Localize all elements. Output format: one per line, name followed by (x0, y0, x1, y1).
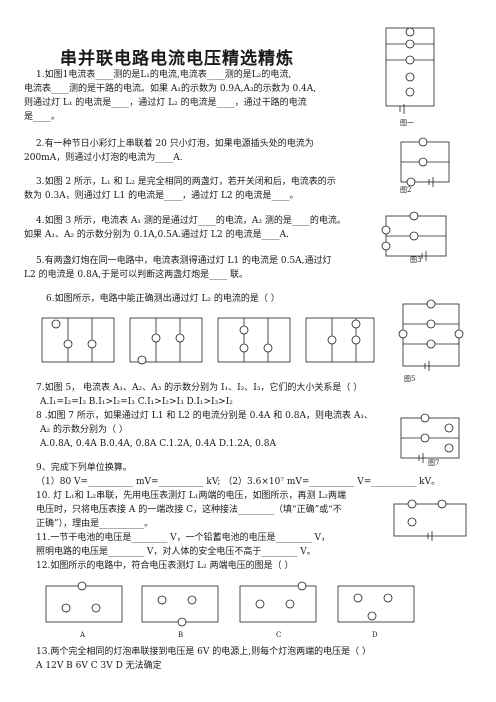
q1-line-3: 则通过灯 L₁ 的电流是____，通过灯 L₂ 的电流是____，通过干路的电流 (24, 98, 307, 108)
q10-line-2: 电压时，只将电压表接 A 的一端改接 C，这种接法________（填“正确”或… (36, 505, 342, 515)
q6-option-circuits (38, 310, 378, 372)
q12-label-d: D (372, 631, 378, 639)
q10-line-3: 正确”），理由是__________。 (36, 519, 154, 529)
q4-line-2: 如果 A₁、A₂ 的示数分别为 0.1A,0.5A.通过灯 L2 的电流是___… (24, 230, 289, 240)
figure-5-circuit (395, 296, 465, 374)
q2-line-2: 200mA，则通过小灯泡的电流为____A. (24, 153, 183, 163)
q3-line-1: 3.如图 2 所示，L₁ 和 L₂ 是完全相同的两盏灯，若开关闭和后，电流表的示 (36, 177, 336, 187)
q7-line-1: 7.如图 5， 电流表 A₁、A₂、A₃ 的示数分别为 I₁、I₂、I₃，它们的… (36, 383, 363, 393)
q10-circuit (388, 494, 472, 544)
q12-label-b: B (178, 631, 184, 639)
q7-options: A.I₁=I₂=I₃ B.I₁>I₂=I₃ C.I₁>I₂>I₃ D.I₁>I₃… (40, 397, 233, 407)
q10-line-1: 10. 灯 L₁和 L₂串联，先用电压表测灯 L₁两端的电压，如图所示，再测 L… (36, 491, 346, 501)
q12-option-circuits (42, 576, 442, 630)
figure-1-circuit (380, 22, 440, 122)
q6-line: 6.如图所示，电路中能正确测出通过灯 L₂ 的电流的是（ ） (46, 294, 280, 304)
q11-line-1: 11.一节干电池的电压是________ V，一个铅蓄电池的电压是_______… (36, 533, 331, 543)
q8-line-1: 8 .如图 7 所示，如果通过灯 L1 和 L2 的电流分别是 0.4A 和 0… (36, 411, 373, 421)
q2-line-1: 2.有一种节日小彩灯上串联着 20 只小灯泡，如果电源插头处的电流为 (36, 139, 314, 149)
q5-line-1: 5.有两盏灯炮在同一电路中，电流表测得通过灯 L1 的电流是 0.5A,通过灯 (36, 256, 332, 266)
q8-line-2: A₂ 的示数分别为（ ） (40, 425, 128, 435)
q12-label-c: C (276, 631, 282, 639)
figure-3-circuit (378, 208, 452, 264)
figure-7-label: 图7 (428, 459, 440, 467)
figure-2-label: 图2 (400, 186, 412, 194)
q12-line: 12.如图所示的电路中，符合电压表测灯 L₂ 两端电压的图是（ ） (36, 561, 294, 571)
figure-5-label: 图5 (404, 375, 416, 383)
figure-2-circuit (395, 132, 455, 192)
q3-line-2: 数为 0.3A，则通过灯 L1 的电流是____，通过灯 L2 的电流是____… (24, 191, 299, 201)
q13-line-1: 13.两个完全相同的灯泡串联接到电压是 6V 的电源上,则每个灯泡两端的电压是（… (36, 647, 371, 657)
q12-label-a: A (80, 631, 86, 639)
q13-options: A 12V B 6V C 3V D 无法确定 (36, 661, 162, 671)
figure-1-label: 图一 (400, 119, 414, 127)
q9-line-1: 9、完成下列单位换算。 (36, 463, 132, 473)
q11-line-2: 照明电路的电压是________ V，对人体的安全电压不高于________ V… (36, 547, 316, 557)
q9-line-2: （1）80 V=__________ mV=__________ kV; （2）… (36, 477, 441, 487)
q8-options: A.0.8A, 0.4A B.0.4A, 0.8A C.1.2A, 0.4A D… (40, 439, 276, 449)
figure-7-circuit (395, 410, 465, 466)
q1-line-4: 是____。 (24, 112, 61, 122)
figure-3-label: 图3 (410, 256, 422, 264)
page-title: 串并联电路电流电压精选精炼 (60, 49, 294, 69)
q1-line-1: 1.如图1电流表____测的是L₁的电流,电流表____测的是L₂的电流, (36, 70, 292, 80)
q5-line-2: L2 的电流是 0.8A,于是可以判断这两盏灯炮是____ 联。 (24, 270, 248, 280)
q1-line-2: 电流表____测的是干路的电流。如果 A₁的示数为 0.9A,A₃的示数为 0.… (24, 84, 317, 94)
q4-line-1: 4.如图 3 所示，电流表 A₁ 测的是通过灯____的电流，A₂ 测的是___… (36, 216, 346, 226)
